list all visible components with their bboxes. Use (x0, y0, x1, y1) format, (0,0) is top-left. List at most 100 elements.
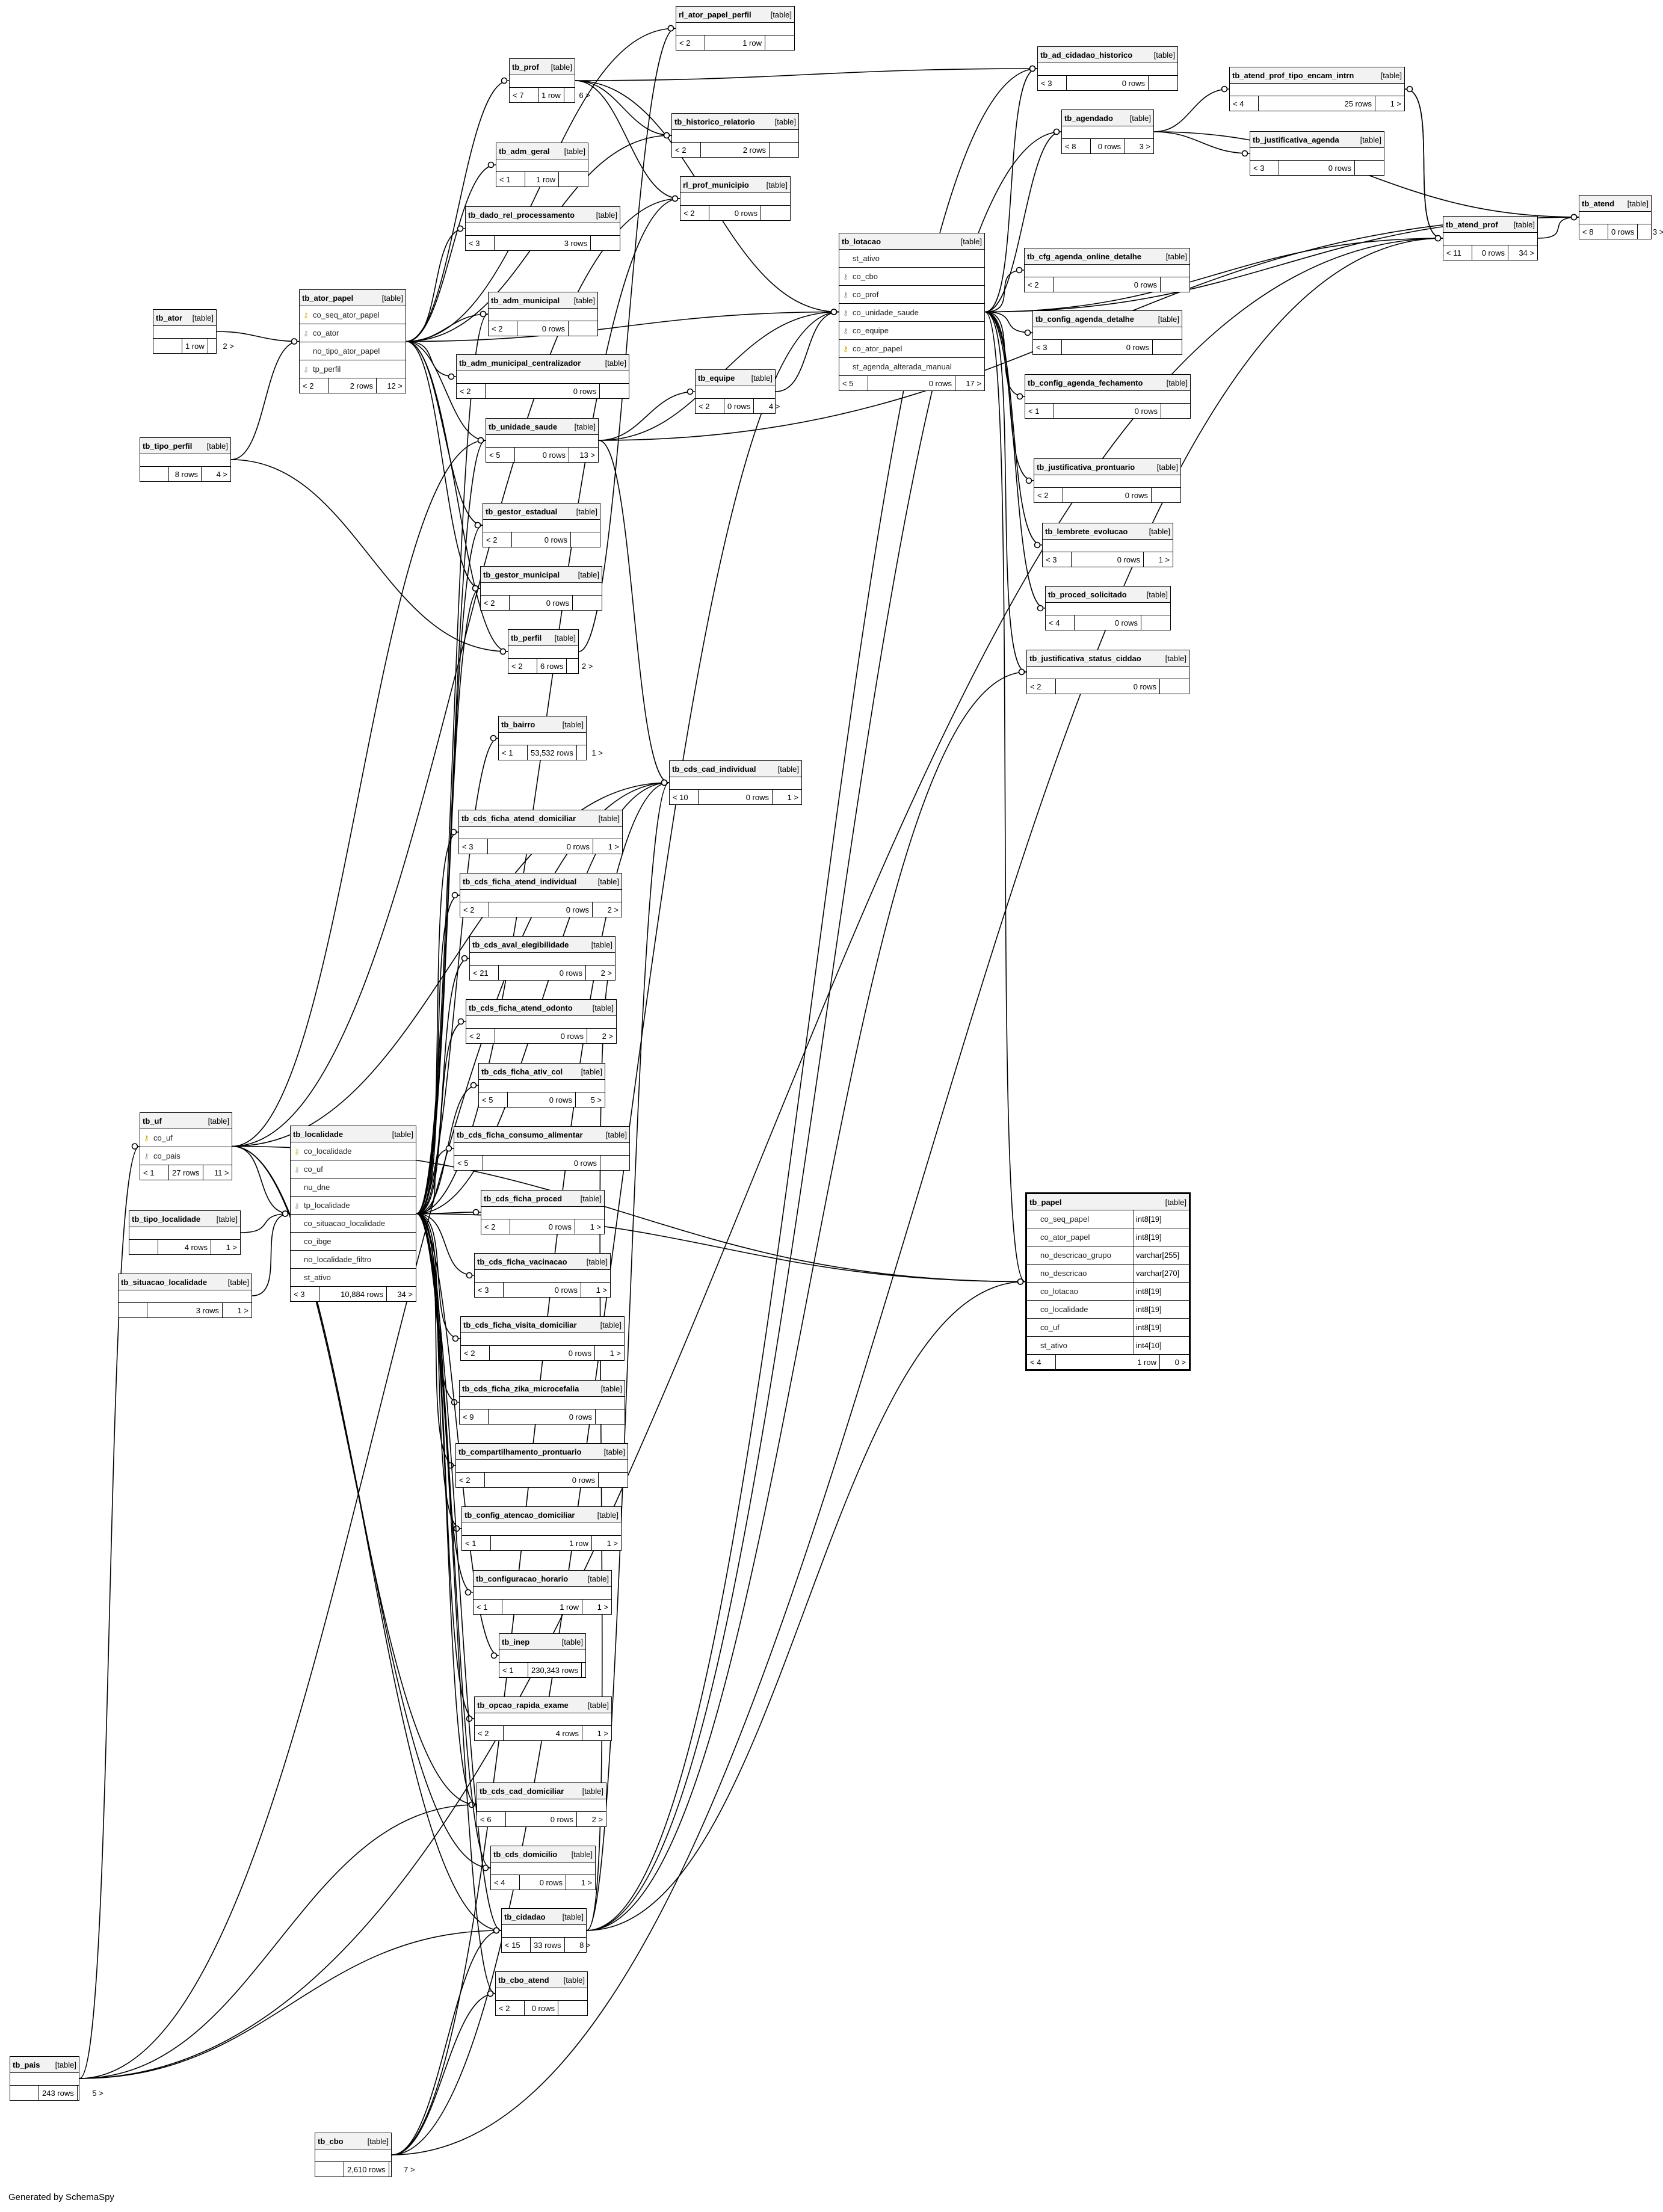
table-header[interactable]: tb_config_agenda_fechamento[table] (1025, 375, 1190, 391)
table-header[interactable]: tb_agendado[table] (1062, 110, 1153, 126)
table-name[interactable]: tb_opcao_rapida_exame (477, 1700, 569, 1710)
table-name[interactable]: tb_ad_cidadao_historico (1040, 50, 1133, 60)
child-count-link[interactable] (1152, 488, 1180, 502)
table-header[interactable]: tb_inep[table] (499, 1634, 585, 1650)
table-name[interactable]: tb_lotacao (842, 236, 881, 246)
child-count-link[interactable]: 1 > (590, 1222, 601, 1231)
table-name[interactable]: tb_ator_papel (302, 293, 354, 303)
table-name[interactable]: tb_atend (1582, 199, 1615, 208)
table-name[interactable]: tb_compartilhamento_prontuario (458, 1447, 582, 1456)
parent-count-link[interactable]: < 4 (1027, 1355, 1056, 1369)
column-row[interactable]: ⚷co_uf (291, 1160, 416, 1178)
column-row[interactable]: st_ativo (291, 1269, 416, 1287)
table-header[interactable]: tb_gestor_municipal[table] (481, 567, 602, 583)
table-name[interactable]: tb_cds_cad_domiciliar (480, 1786, 564, 1796)
table-name[interactable]: tb_situacao_localidade (121, 1277, 208, 1287)
child-count-link[interactable]: 1 > (609, 1348, 621, 1358)
parent-count-link[interactable] (129, 1240, 158, 1254)
table-name[interactable]: tb_adm_geral (499, 146, 550, 156)
child-count-link[interactable] (582, 1663, 611, 1677)
table-header[interactable]: tb_cds_ficha_atend_domiciliar[table] (459, 810, 622, 827)
column-row[interactable]: ⚷tp_localidade (291, 1197, 416, 1215)
column-row[interactable]: no_localidade_filtro (291, 1251, 416, 1269)
child-count-link[interactable]: 2 > (223, 341, 234, 351)
table-name[interactable]: tb_adm_municipal_centralizador (459, 358, 581, 368)
child-count-link[interactable] (761, 206, 790, 220)
table-name[interactable]: tb_adm_municipal (491, 295, 560, 305)
child-count-link[interactable] (600, 1156, 629, 1170)
parent-count-link[interactable] (153, 339, 182, 353)
column-row[interactable]: ⚷co_pais (140, 1147, 232, 1165)
column-row[interactable]: no_tipo_ator_papel (300, 342, 406, 360)
table-name[interactable]: tb_cds_ficha_atend_individual (463, 876, 577, 886)
child-count-link[interactable] (591, 236, 620, 250)
table-header[interactable]: tb_cfg_agenda_online_detalhe[table] (1025, 248, 1189, 265)
parent-count-link[interactable]: < 4 (1046, 615, 1075, 630)
parent-count-link[interactable]: < 3 (291, 1287, 319, 1301)
child-count-link[interactable]: 2 > (600, 968, 612, 978)
parent-count-link[interactable]: < 1 (1025, 404, 1054, 418)
table-header[interactable]: tb_perfil[table] (508, 630, 578, 646)
column-row[interactable]: ⚷co_prof (839, 286, 984, 304)
column-row[interactable]: co_ibge (291, 1233, 416, 1251)
parent-count-link[interactable]: < 2 (460, 902, 489, 917)
parent-count-link[interactable] (315, 2162, 344, 2177)
table-header[interactable]: tb_adm_municipal[table] (489, 292, 597, 309)
parent-count-link[interactable] (10, 2086, 39, 2100)
parent-count-link[interactable]: < 2 (1025, 277, 1054, 292)
table-name[interactable]: tb_uf (143, 1116, 162, 1126)
table-header[interactable]: tb_cds_ficha_consumo_alimentar[table] (454, 1127, 629, 1143)
table-header[interactable]: tb_cds_domicilio[table] (491, 1846, 595, 1862)
table-name[interactable]: tb_config_atencao_domiciliar (464, 1510, 575, 1520)
table-header[interactable]: tb_equipe[table] (696, 370, 775, 386)
child-count-link[interactable]: 7 > (404, 2164, 415, 2174)
parent-count-link[interactable]: < 1 (499, 745, 528, 760)
table-name[interactable]: tb_localidade (293, 1129, 344, 1139)
parent-count-link[interactable]: < 15 (502, 1938, 531, 1952)
table-name[interactable]: tb_cds_ficha_vacinacao (477, 1257, 567, 1266)
parent-count-link[interactable]: < 9 (460, 1409, 489, 1424)
child-count-link[interactable]: 5 > (590, 1095, 602, 1104)
table-name[interactable]: tb_cds_ficha_atend_domiciliar (461, 813, 576, 823)
table-header[interactable]: tb_historico_relatorio[table] (672, 114, 798, 130)
table-name[interactable]: tb_agendado (1064, 113, 1113, 123)
table-name[interactable]: tb_papel (1029, 1197, 1062, 1207)
table-tb-cds-ficha-visita-domiciliar[interactable]: tb_cds_ficha_visita_domiciliar[table]< 2… (460, 1316, 625, 1361)
table-name[interactable]: tb_justificativa_agenda (1253, 135, 1339, 144)
table-header[interactable]: tb_cidadao[table] (502, 1909, 586, 1925)
table-header[interactable]: tb_cds_ficha_ativ_col[table] (479, 1064, 605, 1080)
table-name[interactable]: tb_atend_prof (1446, 220, 1498, 229)
parent-count-link[interactable]: < 3 (459, 839, 488, 854)
parent-count-link[interactable]: < 2 (456, 1473, 485, 1487)
table-name[interactable]: tb_cds_cad_individual (672, 764, 756, 774)
table-header[interactable]: tb_cds_cad_individual[table] (670, 761, 801, 777)
table-header[interactable]: tb_justificativa_prontuario[table] (1034, 459, 1180, 475)
table-name[interactable]: tb_cds_ficha_proced (484, 1194, 563, 1203)
parent-count-link[interactable]: < 2 (1034, 488, 1063, 502)
child-count-link[interactable] (1355, 161, 1384, 175)
child-count-link[interactable]: 1 > (591, 748, 603, 757)
child-count-link[interactable] (1161, 404, 1190, 418)
column-row[interactable]: ⚷co_cbo (839, 268, 984, 286)
child-count-link[interactable] (596, 1409, 625, 1424)
table-header[interactable]: tb_adm_municipal_centralizador[table] (457, 355, 629, 371)
table-name[interactable]: tb_cds_ficha_ativ_col (481, 1067, 563, 1076)
column-row[interactable]: nu_dne (291, 1178, 416, 1197)
child-count-link[interactable] (599, 1473, 628, 1487)
table-name[interactable]: tb_gestor_estadual (486, 507, 558, 516)
